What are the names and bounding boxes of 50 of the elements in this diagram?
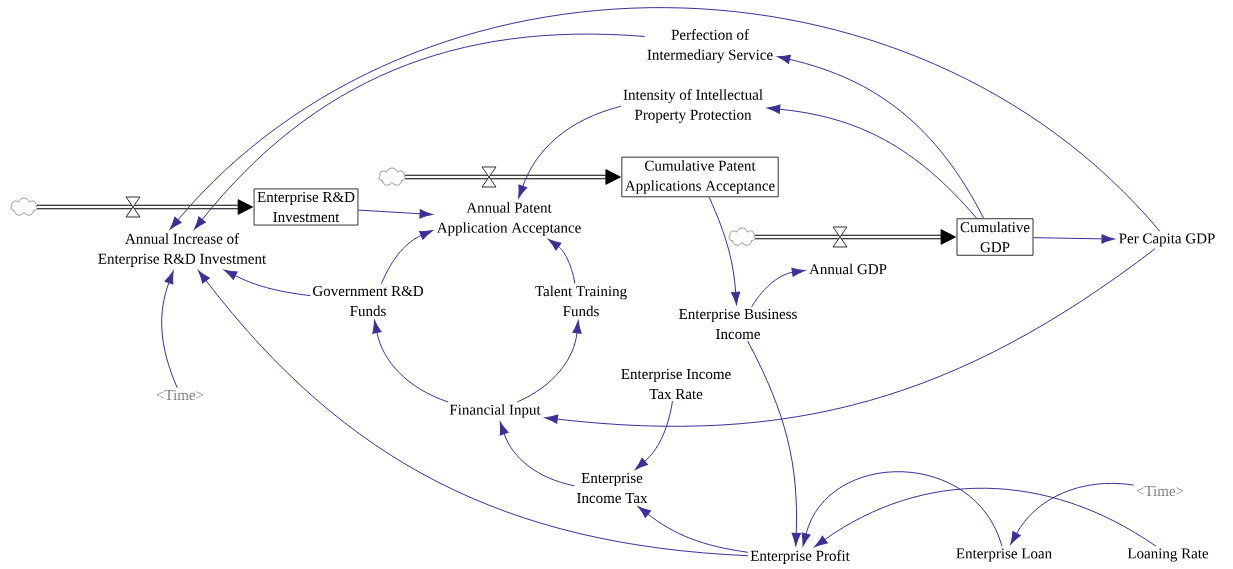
arrow — [548, 238, 576, 284]
variable-label: Annual GDP — [809, 263, 887, 275]
arrow — [1010, 482, 1135, 545]
variable-label: Per Capita GDP — [1119, 233, 1215, 247]
arrow — [380, 230, 433, 285]
arrow — [637, 506, 749, 553]
arrow — [169, 7, 1161, 232]
arrow — [751, 267, 806, 308]
cloud-symbol — [10, 197, 38, 216]
flow-pipe — [405, 169, 621, 185]
stock-box: Enterprise R&D Investment — [253, 188, 359, 226]
variable-label: Talent Training Funds — [535, 285, 627, 317]
arrow — [767, 104, 978, 219]
variable-label: Enterprise Income Tax Rate — [621, 368, 731, 400]
variable-label: <Time> — [156, 389, 204, 401]
variable-label: Annual Patent Application Acceptance — [436, 202, 581, 236]
variable-label: Intensity of Intellectual Property Protection — [623, 89, 763, 123]
variable-label: Enterprise Business Income — [679, 308, 797, 340]
variable-label: Government R&D Funds — [313, 285, 424, 317]
arrow — [516, 320, 582, 403]
flow-pipe — [755, 229, 956, 245]
stock-box: Cumulative GDP — [956, 218, 1034, 256]
arrow — [161, 270, 178, 389]
variable-label: <Time> — [1136, 485, 1184, 497]
arrow — [814, 487, 1157, 548]
cloud-symbol — [378, 167, 406, 186]
arrow — [635, 400, 673, 470]
variable-label: Loaning Rate — [1127, 548, 1209, 562]
arrow — [708, 196, 741, 305]
arrow — [499, 421, 575, 487]
arrow — [372, 320, 449, 403]
arrow — [198, 270, 749, 557]
arrow — [193, 33, 646, 230]
variable-label: Perfection of Intermediary Service — [647, 29, 773, 63]
arrow — [223, 269, 311, 297]
variable-label: Enterprise Income Tax — [577, 472, 648, 504]
arrow — [747, 340, 801, 547]
arrow — [544, 248, 1156, 427]
stock-box: Cumulative Patent Applications Acceptance — [621, 156, 779, 198]
arrow — [801, 471, 1003, 547]
flow-pipe — [37, 199, 254, 215]
arrow — [357, 209, 433, 219]
variable-label: Enterprise Loan — [956, 548, 1052, 562]
variable-label: Annual Increase of Enterprise R&D Investment — [98, 233, 267, 267]
cloud-symbol — [728, 227, 756, 246]
arrow — [518, 105, 622, 199]
arrow — [777, 54, 985, 219]
arrow — [1032, 234, 1115, 244]
variable-label: Financial Input — [449, 404, 541, 418]
variable-label: Enterprise Profit — [750, 550, 850, 564]
